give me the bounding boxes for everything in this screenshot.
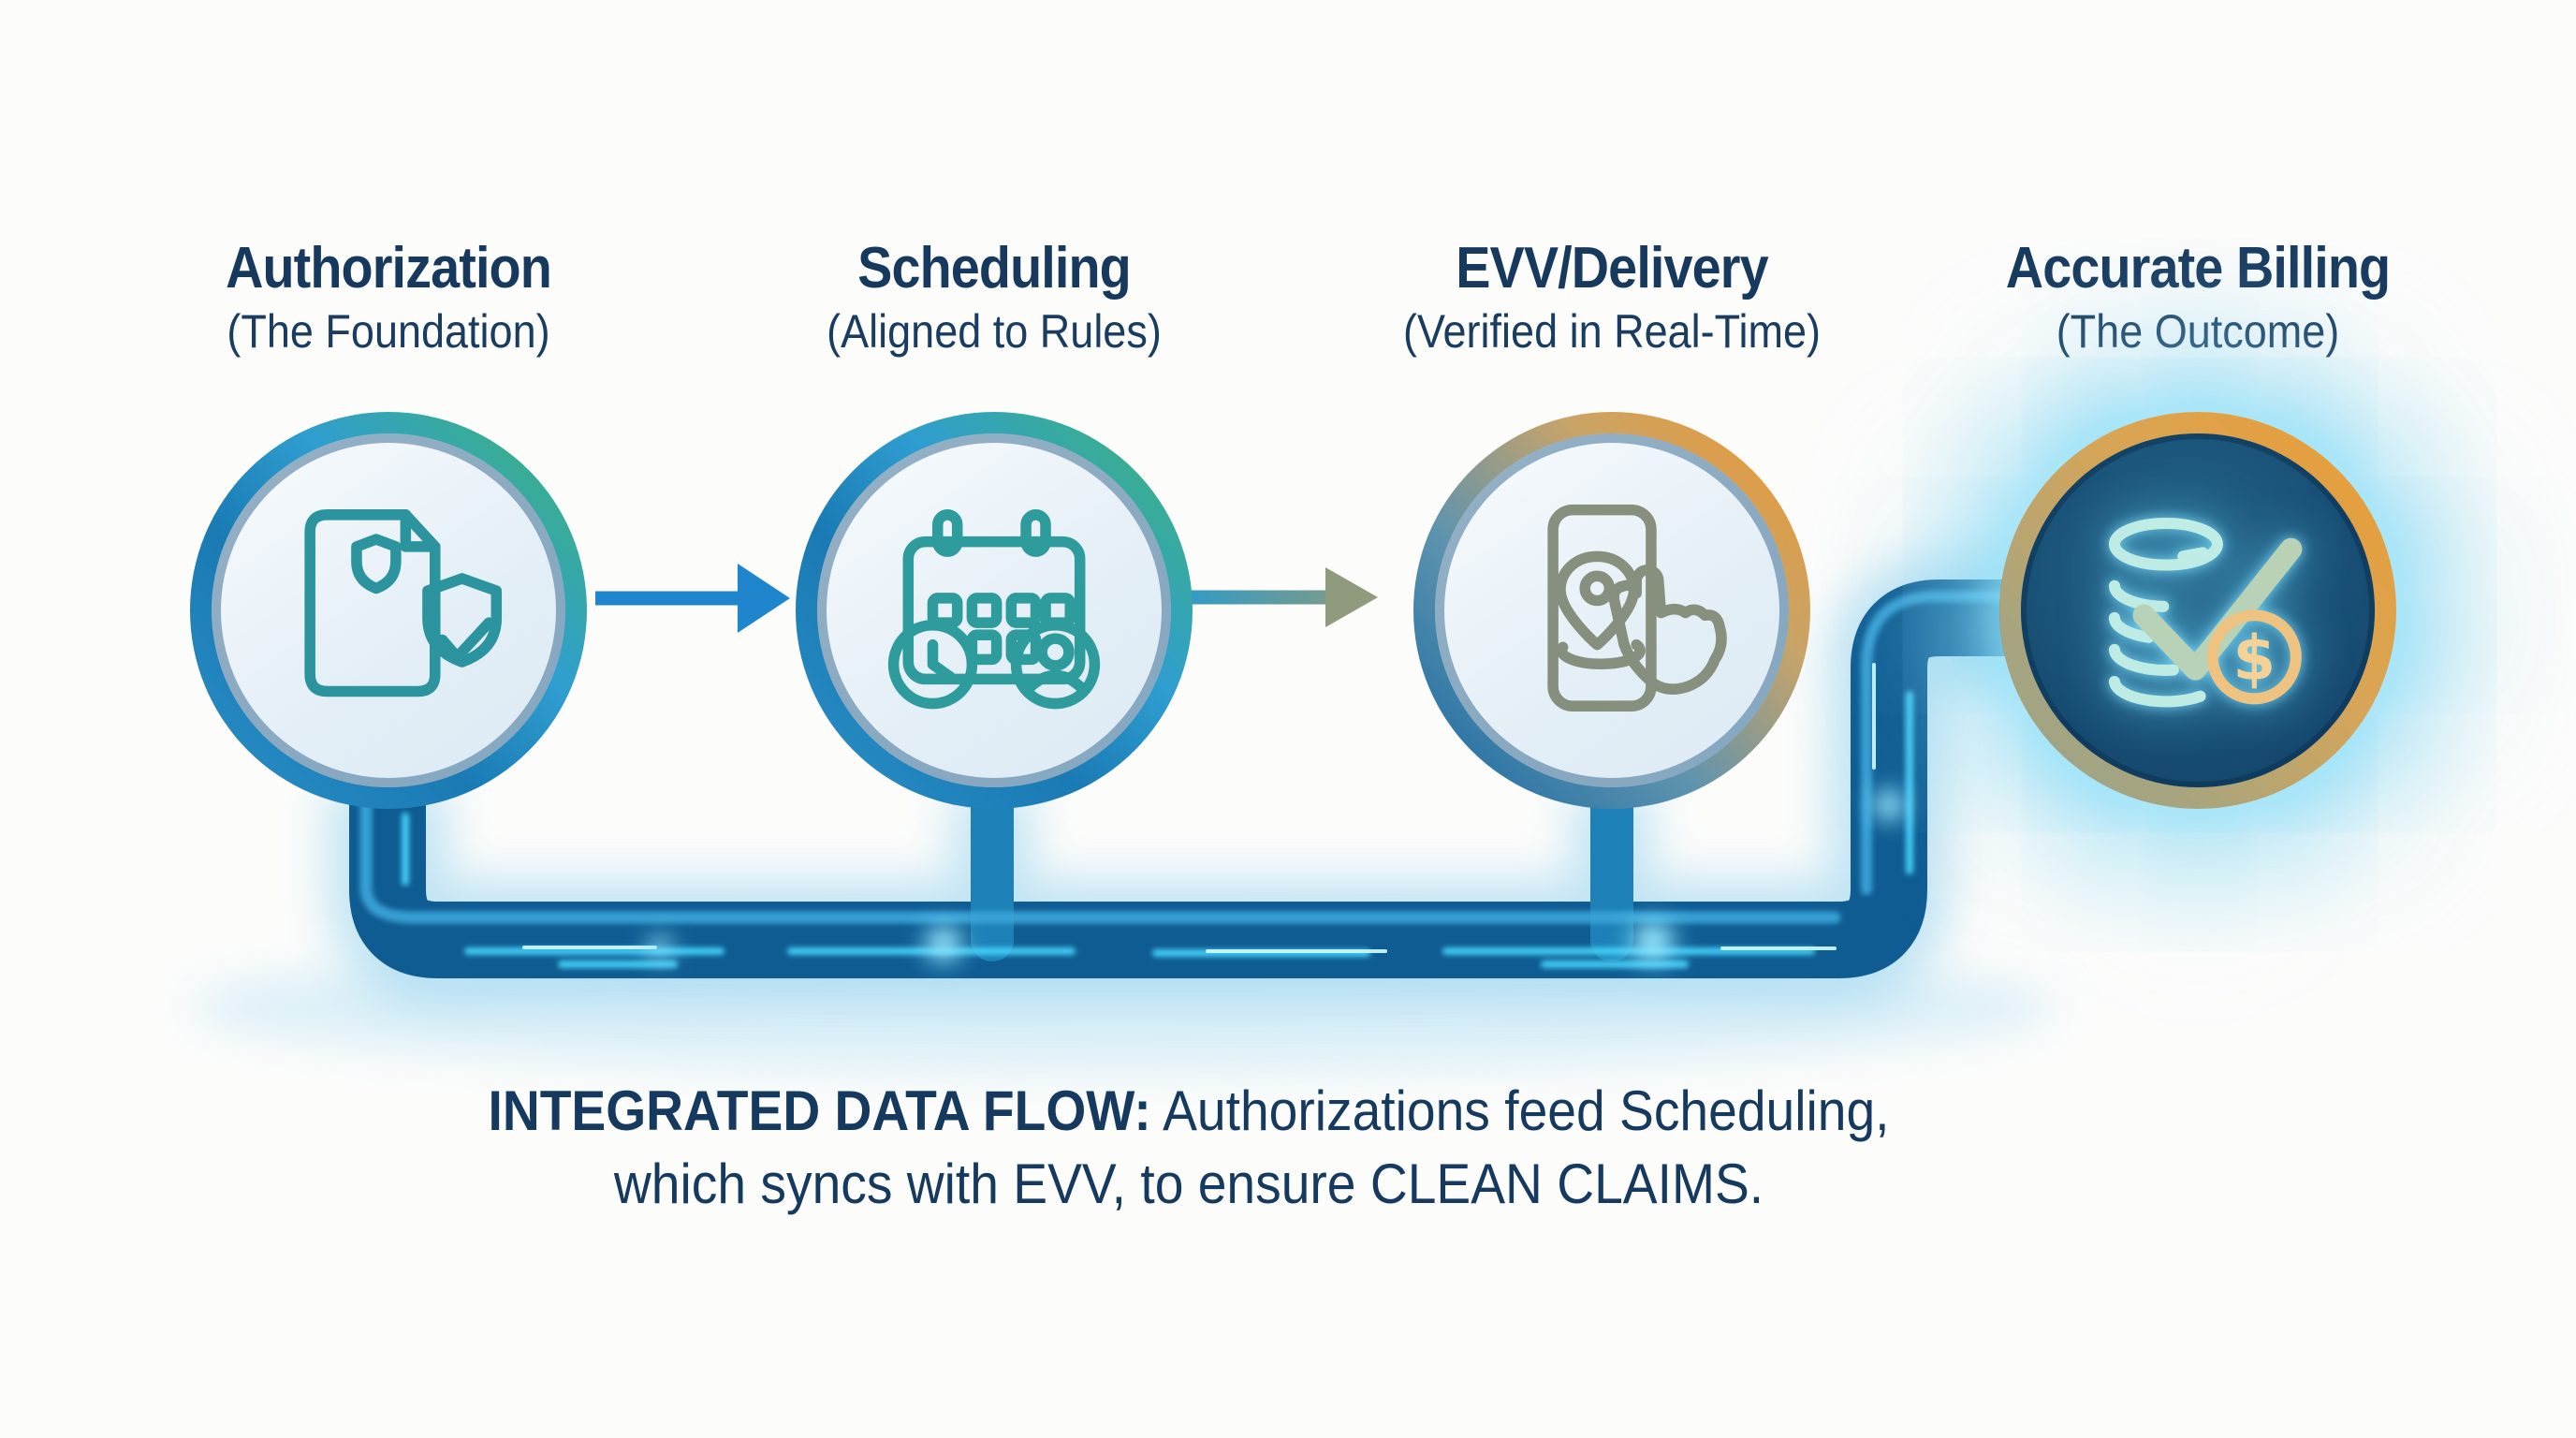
coins-checkmark-dollar-icon: $ bbox=[2108, 517, 2303, 708]
integrated-data-flow-caption: INTEGRATED DATA FLOW: Authorizations fee… bbox=[253, 1075, 2125, 1221]
stage-subtitle: (Aligned to Rules) bbox=[827, 305, 1162, 358]
stage-accurate-billing: Accurate Billing (The Outcome) bbox=[1898, 234, 2497, 809]
main-data-pipe bbox=[349, 580, 2051, 978]
stage-scheduling: Scheduling (Aligned to Rules) bbox=[695, 234, 1294, 809]
authorization-node bbox=[190, 412, 587, 809]
scheduling-node bbox=[796, 412, 1193, 809]
stage-title: EVV/Delivery bbox=[1456, 236, 1768, 301]
stage-title: Accurate Billing bbox=[2005, 236, 2391, 301]
stage-subtitle: (Verified in Real-Time) bbox=[1403, 305, 1821, 358]
stage-subtitle: (The Foundation) bbox=[227, 305, 550, 358]
caption-lead: INTEGRATED DATA FLOW: bbox=[488, 1079, 1151, 1142]
evv-delivery-node bbox=[1413, 412, 1810, 809]
stage-evv-delivery: EVV/Delivery (Verified in Real-Time) bbox=[1312, 234, 1911, 809]
stage-authorization: Authorization (The Foundation) bbox=[89, 234, 688, 809]
caption-line2: which syncs with EVV, to ensure CLEAN CL… bbox=[613, 1152, 1764, 1215]
accurate-billing-node: $ bbox=[1999, 412, 2396, 809]
dollar-glyph: $ bbox=[2232, 623, 2276, 694]
pipe-glow-blobs bbox=[645, 785, 1910, 970]
phone-location-tap-icon bbox=[1547, 504, 1727, 712]
caption-line1: Authorizations feed Scheduling, bbox=[1163, 1079, 1890, 1142]
document-shield-check-icon bbox=[304, 509, 503, 697]
stage-subtitle: (The Outcome) bbox=[2056, 305, 2340, 358]
flow-arrow-2 bbox=[1181, 567, 1378, 627]
stage-title: Authorization bbox=[226, 236, 552, 301]
flow-arrow-1 bbox=[595, 564, 790, 633]
stage-title: Scheduling bbox=[857, 236, 1132, 301]
calendar-clock-person-icon bbox=[887, 509, 1101, 710]
